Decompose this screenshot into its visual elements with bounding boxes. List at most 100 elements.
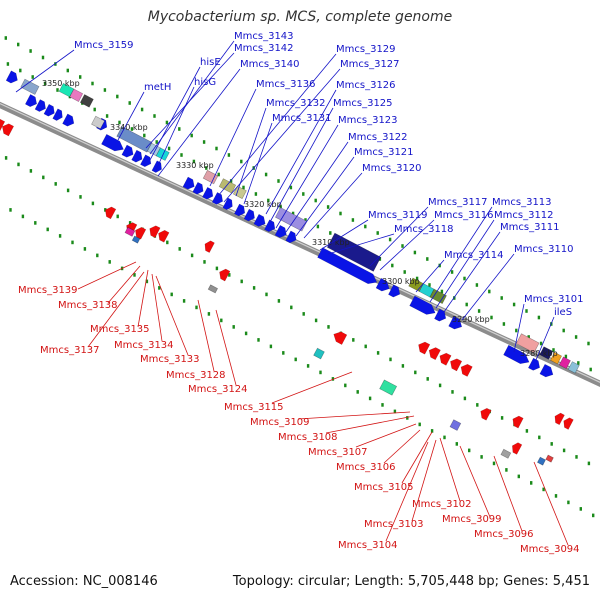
mid-dot-track-reverse-dot [178,247,181,251]
mid-dot-track-forward-dot [180,153,183,157]
outer-dot-track-dot [140,107,144,112]
forward-leader-line [429,206,493,303]
reverse-feature-box [379,379,398,396]
forward-leader-line [269,107,334,223]
reverse-gene-arrow [439,352,452,366]
outer-dot-track-dot [587,341,590,346]
reverse-gene-arrow [219,268,231,282]
mid-dot-track-reverse-dot [426,377,429,381]
outer-dot-track-dot [388,237,392,242]
reverse-gene-arrow [563,417,574,430]
feature-box [116,126,153,153]
mid-dot-track-forward-dot [56,88,59,92]
reverse-feature-box [536,456,546,466]
forward-gene-arrow [131,149,143,163]
forward-leader-line [379,219,435,271]
outer-dot-track-dot [475,283,479,287]
mid-dot-track-reverse-dot [42,175,45,180]
forward-gene-label: Mmcs_3122 [348,132,408,143]
inner-dot-track-dot [170,292,173,297]
accession-text: Accession: NC_008146 [10,574,158,589]
inner-dot-track-dot [319,370,322,375]
mid-dot-track-forward-dot [428,283,431,287]
mid-dot-track-forward-dot [527,335,530,339]
reverse-gene-label: Mmcs_3105 [354,482,414,493]
reverse-gene-label: Mmcs_3109 [250,417,310,428]
reverse-gene-label: Mmcs_3099 [442,514,502,525]
mid-dot-track-reverse-dot [376,351,380,355]
forward-leader-line [15,49,75,93]
forward-gene-label: Mmcs_3126 [336,80,396,91]
inner-dot-track-dot [269,344,273,349]
forward-gene-label: Mmcs_3111 [500,222,560,233]
inner-dot-track-dot [567,500,570,505]
feature-box [91,115,106,130]
mid-dot-track-reverse-dot [166,240,169,245]
forward-gene-label: Mmcs_3114 [444,250,504,261]
outer-dot-track-dot [66,68,69,73]
feature-box [79,94,94,108]
forward-gene-label: metH [144,82,171,93]
forward-leader-line [157,68,241,177]
mid-dot-track-reverse-dot [538,435,541,440]
reverse-leader-line [459,445,491,518]
tick-label: 3320 kbp [244,200,282,209]
forward-gene-arrow [253,213,266,227]
backbone-line [0,101,600,388]
mid-dot-track-forward-dot [205,166,208,170]
inner-dot-track-dot [58,234,62,238]
mid-dot-track-reverse-dot [17,162,20,167]
reverse-feature-box [124,226,136,237]
outer-dot-track-dot [277,179,280,183]
mid-dot-track-reverse-dot [29,169,33,173]
reverse-gene-arrow [428,347,441,361]
mid-dot-track-reverse-dot [79,195,82,199]
reverse-gene-label: Mmcs_3096 [474,529,534,540]
forward-gene-arrow [182,176,195,190]
forward-gene-label: Mmcs_3142 [234,43,294,54]
reverse-gene-arrow [158,230,170,243]
mid-dot-track-reverse-dot [265,292,268,297]
mid-dot-track-reverse-dot [587,461,591,466]
inner-dot-track-dot [282,351,285,355]
mid-dot-track-forward-dot [229,179,233,183]
mid-dot-track-reverse-dot [277,299,281,303]
forward-gene-label: Mmcs_3125 [333,98,393,109]
mid-dot-track-reverse-dot [54,182,57,186]
outer-dot-track-dot [339,211,342,216]
outer-dot-track-dot [103,88,107,92]
forward-gene-label: hisE [200,57,221,68]
forward-gene-label: ileS [554,307,572,318]
forward-gene-label: Mmcs_3127 [340,59,400,70]
inner-dot-track-dot [220,318,223,323]
outer-dot-track-dot [413,250,417,255]
inner-dot-track-dot [368,396,372,401]
inner-dot-track-dot [592,513,595,518]
inner-dot-track-dot [331,377,335,381]
inner-dot-track-dot [108,260,111,264]
mid-dot-track-forward-dot [118,120,121,125]
mid-dot-track-forward-dot [130,127,134,131]
inner-dot-track-dot [393,409,397,414]
outer-dot-track-dot [165,120,169,125]
forward-gene-arrow [503,344,530,364]
mid-dot-track-forward-dot [415,276,419,281]
reverse-gene-arrow [2,123,15,137]
inner-dot-track-dot [542,487,545,492]
outer-dot-track-dot [54,62,57,66]
reverse-leader-line [325,415,415,434]
forward-gene-arrow [434,308,447,322]
forward-leader-line [319,219,369,251]
reverse-leader-line [271,371,353,404]
outer-dot-track-dot [401,244,404,248]
mid-dot-track-reverse-dot [476,403,479,407]
forward-gene-label: Mmcs_3112 [494,210,554,221]
inner-dot-track-dot [257,338,260,342]
mid-dot-track-forward-dot [465,302,468,307]
mid-dot-track-forward-dot [143,133,146,138]
forward-leader-line [461,253,515,321]
inner-dot-track-dot [505,468,508,472]
inner-dot-track-dot [344,383,347,388]
mid-dot-track-reverse-dot [500,416,504,420]
